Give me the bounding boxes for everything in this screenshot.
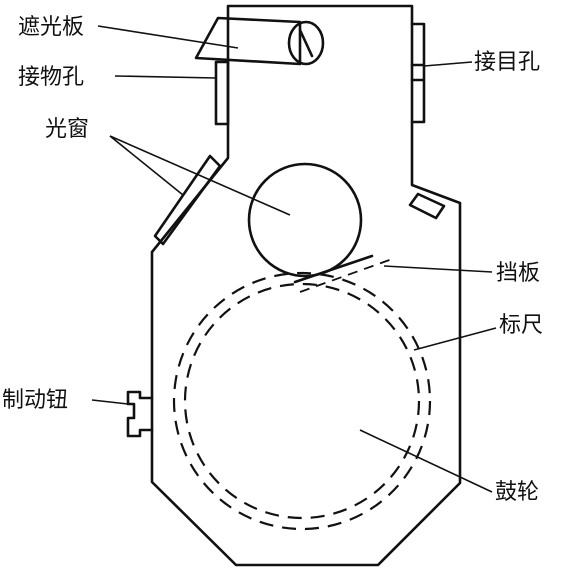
label-drum-wheel: 鼓轮	[495, 480, 539, 505]
label-objective-hole: 接物孔	[18, 65, 84, 90]
leader-drum	[359, 429, 493, 493]
leader-light-window-a	[109, 135, 184, 196]
scale-ring-outer	[172, 271, 432, 531]
light-window-circle	[247, 162, 363, 278]
leader-shade	[97, 25, 239, 49]
housing-outline	[150, 4, 462, 567]
leader-light-window-b	[109, 135, 291, 216]
baffle	[293, 254, 396, 293]
leader-baffle	[383, 265, 493, 273]
label-scale: 标尺	[499, 313, 543, 338]
eyepiece-hole-plate	[410, 22, 426, 124]
shade-plate	[194, 16, 302, 66]
shade-knob-icon[interactable]	[287, 20, 325, 66]
leader-scale	[413, 327, 497, 351]
leader-brake	[91, 399, 129, 405]
label-shade: 遮光板	[18, 15, 84, 40]
leader-eyepiece	[423, 61, 473, 67]
brake-knob-icon[interactable]	[126, 390, 154, 438]
slot-window	[408, 192, 446, 220]
label-baffle: 挡板	[496, 261, 540, 286]
label-light-window: 光窗	[45, 117, 89, 142]
label-eyepiece-hole: 接目孔	[474, 50, 540, 75]
light-window-plate	[153, 154, 222, 246]
scale-ring-inner	[183, 282, 421, 520]
label-brake-knob: 制动钮	[2, 388, 68, 413]
leader-objective	[114, 75, 217, 79]
objective-hole-plate	[214, 60, 230, 126]
